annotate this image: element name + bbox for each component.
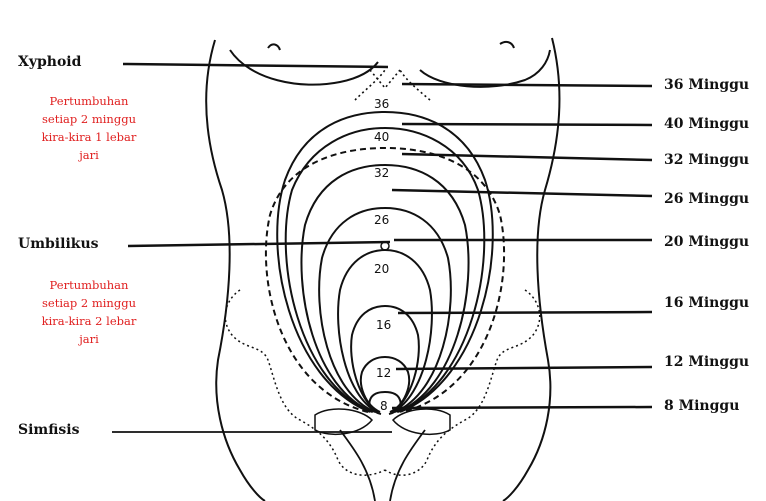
umbilikus-leader-line [128,242,390,246]
week-label-26: 26 Minggu [664,191,749,207]
week-label-20: 20 Minggu [664,234,749,250]
pubic-bone-left [315,409,372,434]
contour-number: 36 [374,97,389,111]
week-label-32: 32 Minggu [664,152,749,168]
leader-line-16 [398,312,652,313]
left-nipple [268,44,280,50]
week-label-40: 40 Minggu [664,116,749,132]
contour-number: 20 [374,262,389,276]
contour-number: 32 [374,166,389,180]
xyphoid-label: Xyphoid [18,54,81,70]
contour-number: 12 [376,366,391,380]
leader-line-40 [402,124,652,125]
week-label-8: 8 Minggu [664,398,739,414]
week-label-16: 16 Minggu [664,295,749,311]
leader-line-26 [392,190,652,196]
leader-line-8 [392,407,652,408]
simfisis-label: Simfisis [18,422,80,438]
right-nipple [500,42,514,48]
pubic-bone-right [393,409,450,434]
week-label-12: 12 Minggu [664,354,749,370]
contour-number: 26 [374,213,389,227]
xyphoid-leader-line [123,64,388,67]
growth-note-lower: Pertumbuhan setiap 2 minggu kira-kira 2 … [24,276,154,348]
groin-lines [340,430,425,501]
contour-number: 40 [374,130,389,144]
torso-right-outline [503,38,559,501]
right-breast-outline [420,50,550,87]
week-label-36: 36 Minggu [664,77,749,93]
contour-number: 16 [376,318,391,332]
contour-number: 8 [380,399,388,413]
umbilikus-label: Umbilikus [18,236,99,252]
leader-line-36 [402,84,652,86]
growth-note-upper: Pertumbuhan setiap 2 minggu kira-kira 1 … [24,92,154,164]
